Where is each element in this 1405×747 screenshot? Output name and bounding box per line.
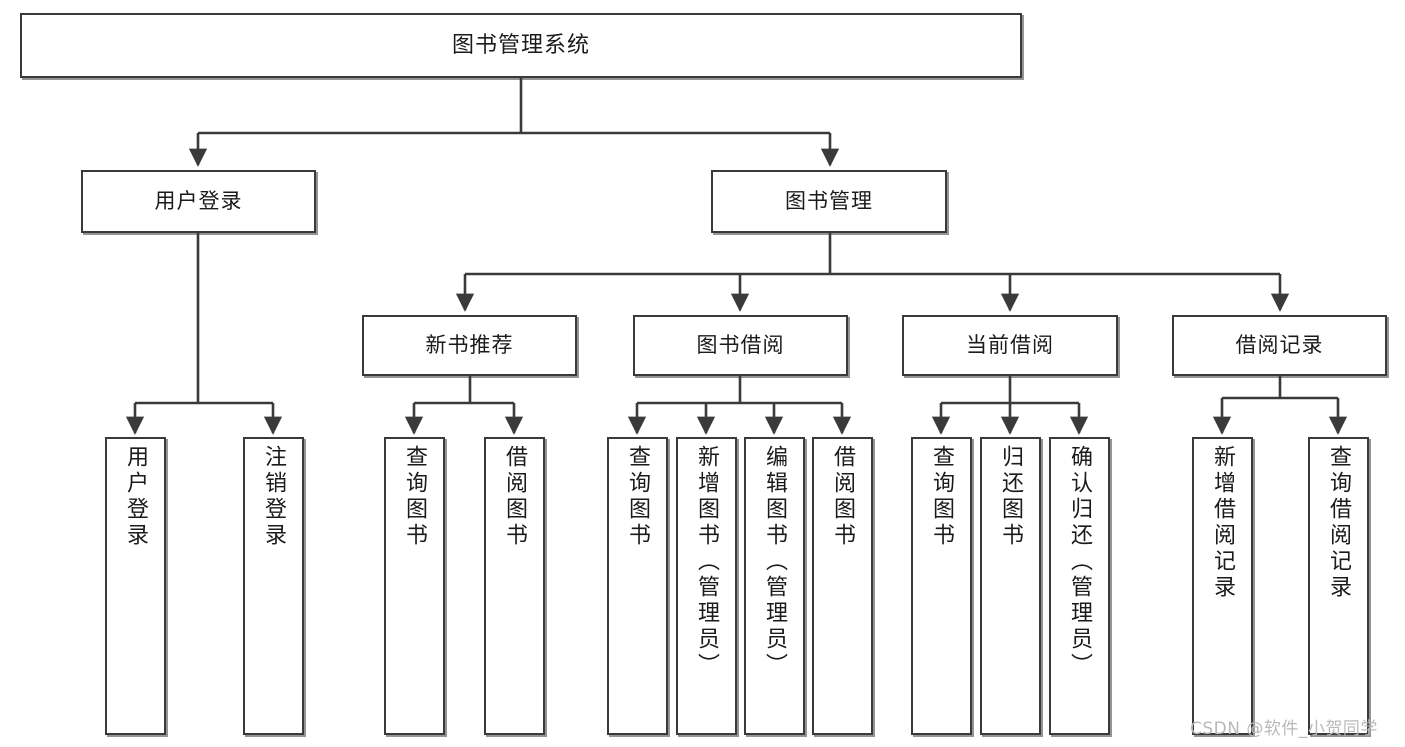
node-leaf-current-query-book[interactable]: 查询图书 bbox=[911, 437, 972, 735]
node-borrow-record[interactable]: 借阅记录 bbox=[1172, 315, 1387, 376]
node-label: 查询图书 bbox=[625, 445, 651, 549]
node-label: 注销登录 bbox=[261, 445, 287, 549]
node-label: 借阅记录 bbox=[1235, 333, 1324, 358]
node-label: 图书管理系统 bbox=[451, 32, 590, 58]
node-label: 图书管理 bbox=[785, 189, 873, 214]
node-label: 用户登录 bbox=[123, 445, 149, 549]
node-label: 新增借阅记录 bbox=[1210, 445, 1236, 601]
node-leaf-newbook-query-book[interactable]: 查询图书 bbox=[384, 437, 445, 735]
node-root-book-management-system[interactable]: 图书管理系统 bbox=[20, 13, 1022, 78]
node-leaf-query-borrow-record[interactable]: 查询借阅记录 bbox=[1308, 437, 1369, 735]
watermark-text: CSDN @软件_小贺同学 bbox=[1190, 719, 1378, 739]
node-label: 当前借阅 bbox=[966, 333, 1054, 358]
node-leaf-add-book-admin[interactable]: 新增图书（管理员） bbox=[676, 437, 737, 735]
node-leaf-confirm-return-admin[interactable]: 确认归还（管理员） bbox=[1049, 437, 1110, 735]
node-label: 确认归还（管理员） bbox=[1067, 445, 1093, 679]
node-book-management[interactable]: 图书管理 bbox=[711, 170, 947, 233]
node-current-borrow[interactable]: 当前借阅 bbox=[902, 315, 1118, 376]
node-leaf-edit-book-admin[interactable]: 编辑图书（管理员） bbox=[744, 437, 805, 735]
node-label: 用户登录 bbox=[154, 189, 243, 214]
node-new-book-recommend[interactable]: 新书推荐 bbox=[362, 315, 577, 376]
node-user-login[interactable]: 用户登录 bbox=[81, 170, 316, 233]
node-label: 查询图书 bbox=[402, 445, 428, 549]
node-leaf-return-book[interactable]: 归还图书 bbox=[980, 437, 1041, 735]
node-book-borrow[interactable]: 图书借阅 bbox=[633, 315, 848, 376]
node-label: 编辑图书（管理员） bbox=[762, 445, 788, 679]
node-label: 新书推荐 bbox=[425, 333, 514, 358]
node-label: 借阅图书 bbox=[502, 445, 528, 549]
node-leaf-newbook-borrow-book[interactable]: 借阅图书 bbox=[484, 437, 545, 735]
node-leaf-user-login[interactable]: 用户登录 bbox=[105, 437, 166, 735]
node-leaf-borrow-book[interactable]: 借阅图书 bbox=[812, 437, 873, 735]
node-label: 图书借阅 bbox=[696, 333, 785, 358]
node-label: 归还图书 bbox=[998, 445, 1024, 549]
node-leaf-logout[interactable]: 注销登录 bbox=[243, 437, 304, 735]
node-leaf-borrow-query-book[interactable]: 查询图书 bbox=[607, 437, 668, 735]
node-label: 借阅图书 bbox=[830, 445, 856, 549]
node-label: 新增图书（管理员） bbox=[694, 445, 720, 679]
node-leaf-add-borrow-record[interactable]: 新增借阅记录 bbox=[1192, 437, 1253, 735]
node-label: 查询借阅记录 bbox=[1326, 445, 1352, 601]
node-label: 查询图书 bbox=[929, 445, 955, 549]
